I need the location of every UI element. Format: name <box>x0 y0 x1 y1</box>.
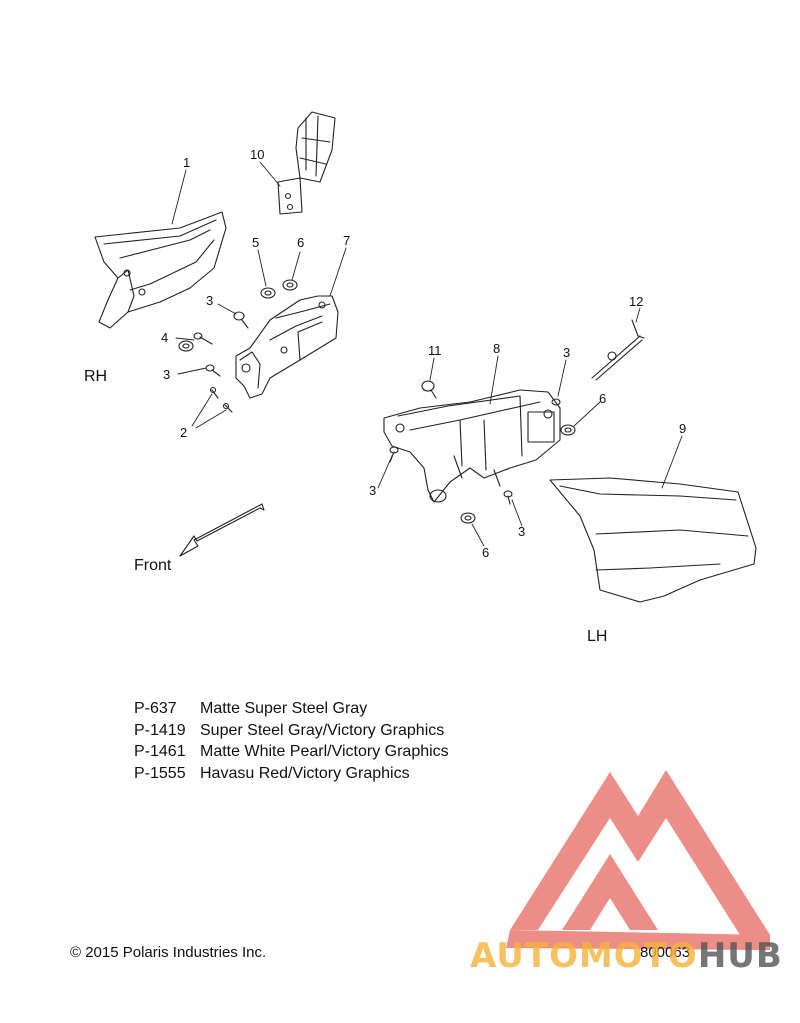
callout-11: 11 <box>428 343 442 358</box>
callout-6-lh-right: 6 <box>599 391 606 406</box>
watermark-text-part1: AUTOMOTO <box>470 936 698 976</box>
callout-4: 4 <box>161 330 168 345</box>
part-9-lh-side-cover <box>549 477 757 603</box>
legend-description: Super Steel Gray/Victory Graphics <box>200 721 445 739</box>
part-1-rh-side-cover <box>94 211 227 329</box>
part-6-grommet-rh <box>282 279 298 291</box>
legend-code: P-1555 <box>134 764 186 782</box>
automotohub-logo <box>506 770 770 950</box>
callout-7: 7 <box>343 233 350 248</box>
callout-1: 1 <box>183 155 190 170</box>
callout-9: 9 <box>679 421 686 436</box>
legend-description: Havasu Red/Victory Graphics <box>200 764 410 782</box>
callout-5: 5 <box>252 235 259 250</box>
part-4-screw <box>178 332 213 352</box>
diagram-number: 800063 <box>640 944 691 961</box>
part-3-bolt-lh-left <box>389 446 399 463</box>
callout-numbers: 1 10 5 6 7 3 4 3 2 11 8 3 12 6 9 3 3 6 <box>161 147 686 560</box>
part-3-bolt-lh-right <box>551 398 561 406</box>
legend-row: P-1555 Havasu Red/Victory Graphics <box>134 763 449 785</box>
legend-code: P-1419 <box>134 721 186 739</box>
callout-3-lh-right: 3 <box>563 345 570 360</box>
part-10-relay-bracket <box>277 111 336 215</box>
callout-3-rh-top: 3 <box>206 293 213 308</box>
callout-6-lh-bottom: 6 <box>482 545 489 560</box>
leader-lines <box>171 161 683 547</box>
legend-code: P-1461 <box>134 743 186 760</box>
callout-10: 10 <box>250 147 264 162</box>
part-2-clips <box>209 386 233 413</box>
legend-row: P-637 Matte Super Steel Gray <box>134 698 449 720</box>
legend-row: P-1461 Matte White Pearl/Victory Graphic… <box>134 741 449 763</box>
callout-2: 2 <box>180 425 187 440</box>
part-12-cable-tie <box>591 319 645 381</box>
part-11-bolt <box>421 380 437 399</box>
callout-12: 12 <box>629 294 643 309</box>
watermark-text: AUTOMOTOHUB <box>470 936 783 976</box>
front-label: Front <box>134 557 172 574</box>
part-6-grommet-lh-right <box>560 424 576 436</box>
callout-6-rh: 6 <box>297 235 304 250</box>
legend-description: Matte White Pearl/Victory Graphics <box>200 743 449 760</box>
part-3-bolt-rh-mid <box>205 364 221 377</box>
front-arrow <box>179 503 265 557</box>
part-3-bolt-rh-top <box>233 311 249 329</box>
callout-3-lh-bottom: 3 <box>518 524 525 539</box>
paint-code-legend: P-637 Matte Super Steel Gray P-1419 Supe… <box>134 698 449 784</box>
callout-3-rh-mid: 3 <box>163 367 170 382</box>
callout-3-lh-left: 3 <box>369 483 376 498</box>
part-5-grommet <box>260 287 276 299</box>
callout-8: 8 <box>493 341 500 356</box>
copyright-text: © 2015 Polaris Industries Inc. <box>70 944 267 961</box>
part-6-grommet-lh-bottom <box>460 512 476 524</box>
legend-description: Matte Super Steel Gray <box>200 700 368 717</box>
part-7-rh-bracket <box>235 295 339 399</box>
rh-label: RH <box>84 368 108 385</box>
part-8-lh-bracket <box>383 389 561 503</box>
legend-code: P-637 <box>134 700 177 717</box>
watermark-text-part2: HUB <box>697 936 783 976</box>
lh-label: LH <box>587 628 608 645</box>
part-3-bolt-lh-bottom <box>503 490 513 505</box>
legend-row: P-1419 Super Steel Gray/Victory Graphics <box>134 720 449 742</box>
